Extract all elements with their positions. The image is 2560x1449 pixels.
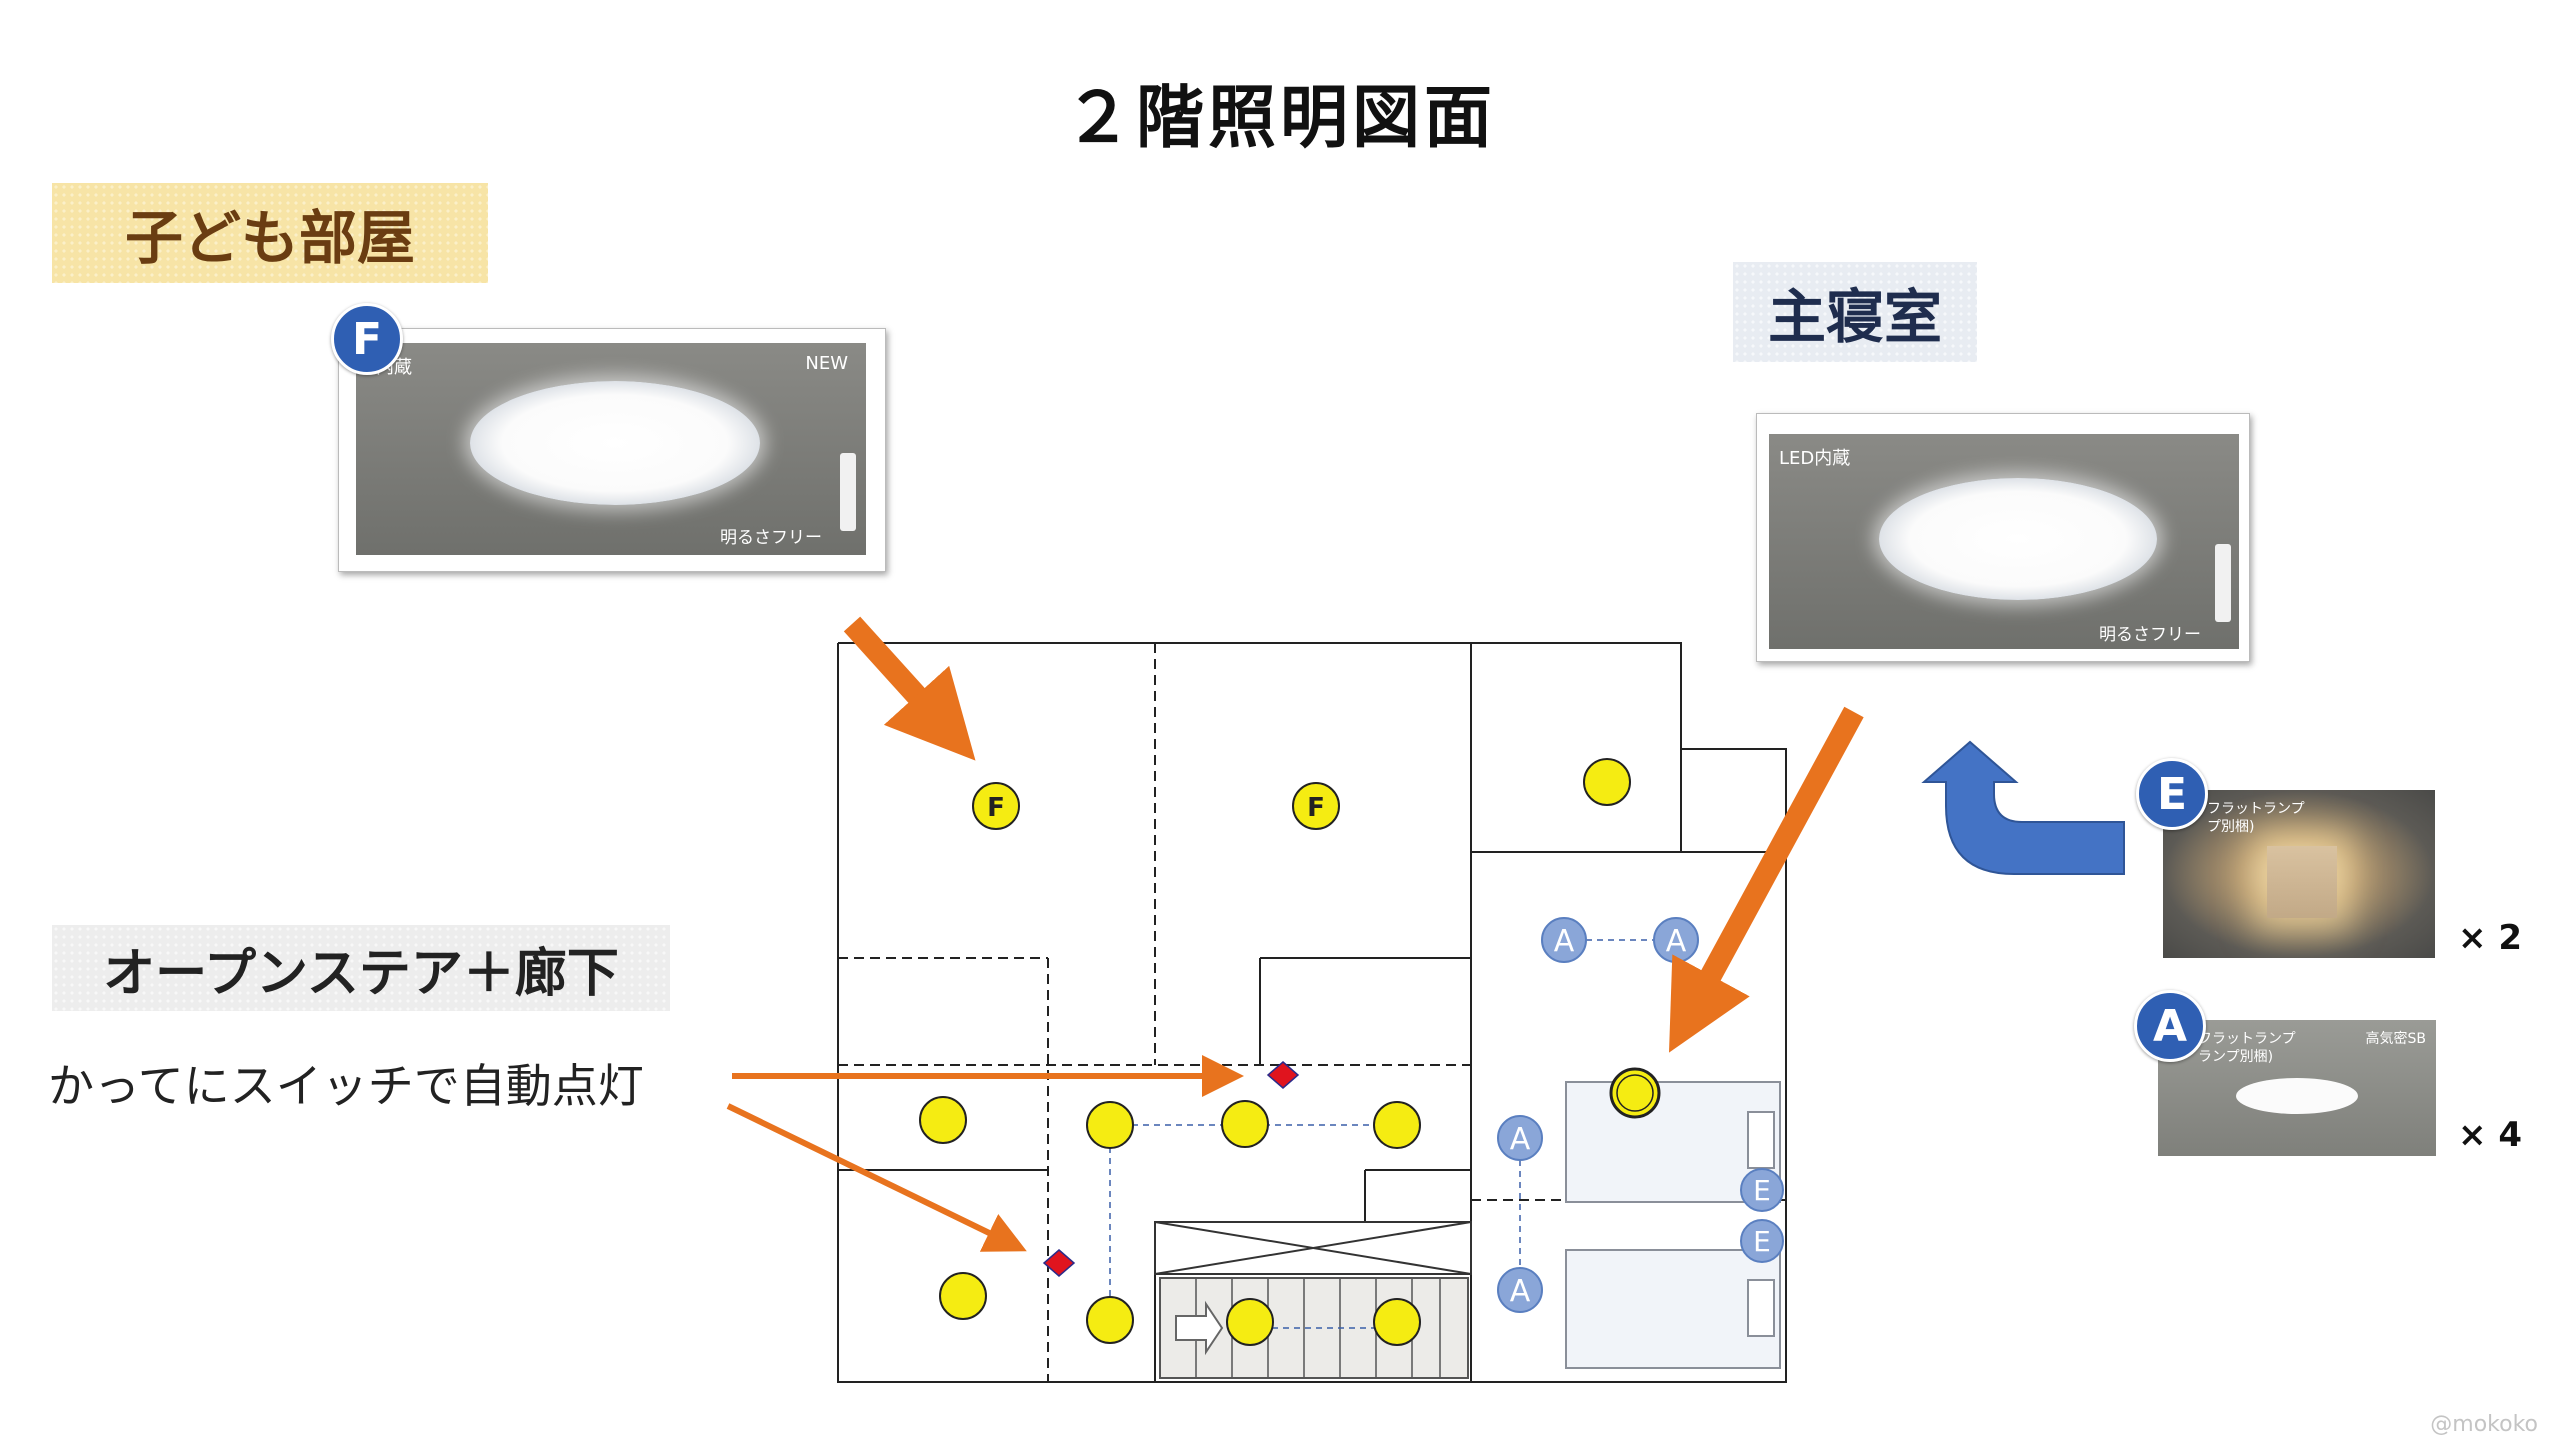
- switch-lower: [1042, 1249, 1076, 1277]
- down-light-tag: フラットランプ: [2198, 1031, 2296, 1047]
- kids-light-tag-right: NEW: [805, 353, 848, 374]
- hall-light-1: [919, 1096, 967, 1144]
- open-stair-label: オープンステア＋廊下: [52, 925, 670, 1011]
- master-light-caption: 明るさフリー: [2099, 625, 2201, 645]
- master-light-photo: LED内蔵 明るさフリー: [1756, 413, 2250, 662]
- down-light-tag-right: 高気密SB: [2365, 1031, 2427, 1047]
- wall-light-letter-1: E: [1753, 1174, 1771, 1207]
- kids-room2-light-letter: F: [1307, 793, 1325, 823]
- wall-light-badge: E: [2136, 758, 2208, 830]
- hall-light-6: [1086, 1296, 1134, 1344]
- ceiling-lights: [919, 758, 1661, 1346]
- arrow-switch-lower: [726, 1103, 1027, 1252]
- beds: [1565, 1081, 1781, 1369]
- wall-light-photo: フラットランプ プ別梱): [2163, 790, 2435, 958]
- blue-arrow: [1921, 740, 2125, 875]
- hall-light-4: [1373, 1101, 1421, 1149]
- kids-light-badge: F: [331, 303, 403, 375]
- master-ceiling-light: [1609, 1067, 1661, 1119]
- master-light-tag: LED内蔵: [1779, 448, 1851, 469]
- auto-switch-note: かってにスイッチで自動点灯: [48, 1059, 644, 1113]
- kids-room-label: 子ども部屋: [52, 183, 488, 283]
- kids-room2-light: [1292, 782, 1340, 830]
- stair-light-1: [1226, 1298, 1274, 1346]
- kids-light-caption: 明るさフリー: [720, 528, 822, 548]
- stair-light-2: [1373, 1298, 1421, 1346]
- arrow-master: [1669, 706, 1864, 1053]
- switch-upper: [1266, 1061, 1300, 1089]
- arrow-kids-room: [843, 616, 976, 761]
- wall-light-count: × 2: [2458, 918, 2522, 958]
- wall-lights: [1740, 1168, 1784, 1263]
- downlight-letter-4: A: [1510, 1274, 1531, 1309]
- down-light-tag2: ランプ別梱): [2198, 1049, 2274, 1065]
- downlights: [1497, 917, 1699, 1313]
- master-bedroom-label: 主寝室: [1733, 262, 1977, 362]
- wall-light-tag2: プ別梱): [2207, 819, 2255, 835]
- stair: [1154, 1221, 1472, 1379]
- hall-light-3: [1221, 1100, 1269, 1148]
- kids-room1-light-letter: F: [987, 793, 1005, 823]
- kids-room1-light: [972, 782, 1020, 830]
- kids-light-photo: 内蔵 NEW 明るさフリー: [338, 328, 886, 572]
- wall-light-tag: フラットランプ: [2207, 801, 2305, 817]
- downlight-letter-2: A: [1666, 924, 1687, 959]
- wall-light-letter-2: E: [1753, 1225, 1771, 1258]
- orange-arrows: [726, 616, 1864, 1252]
- auto-switches: [1042, 1061, 1300, 1277]
- down-light-badge: A: [2134, 990, 2206, 1062]
- closet-light: [1583, 758, 1631, 806]
- page-title: ２階照明図面: [1063, 79, 1496, 158]
- downlight-letter-1: A: [1554, 924, 1575, 959]
- down-light-photo: フラットランプ ランプ別梱) 高気密SB: [2158, 1020, 2436, 1156]
- watermark: @mokoko: [2430, 1412, 2538, 1437]
- hall-light-5: [939, 1272, 987, 1320]
- hall-light-2: [1086, 1101, 1134, 1149]
- downlight-letter-3: A: [1510, 1122, 1531, 1157]
- down-light-count: × 4: [2458, 1115, 2522, 1155]
